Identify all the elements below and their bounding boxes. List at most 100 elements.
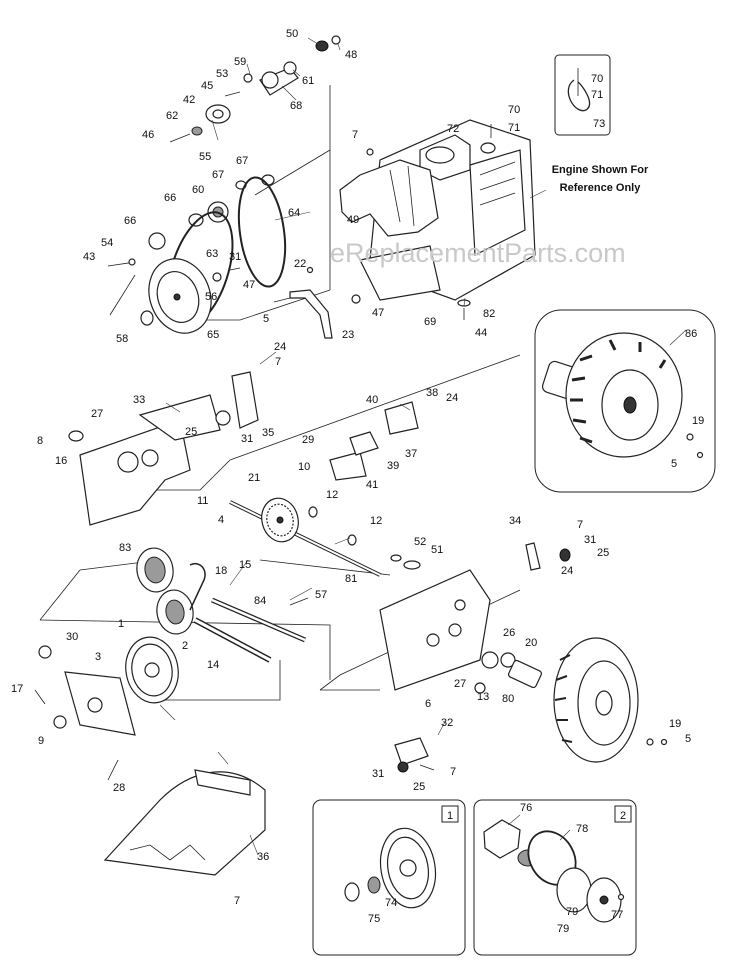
callout-label: 66 <box>164 192 176 204</box>
callout-label: 33 <box>133 394 145 406</box>
callout-label: 6 <box>425 698 431 710</box>
callout-label: 31 <box>584 534 596 546</box>
callout-label: 59 <box>234 56 246 68</box>
callout-label: 82 <box>483 308 495 320</box>
callout-label: 19 <box>669 718 681 730</box>
callout-label: 43 <box>83 251 95 263</box>
callout-label: 38 <box>426 387 438 399</box>
callout-label: 23 <box>342 329 354 341</box>
callout-label: 48 <box>345 49 357 61</box>
callout-label: 21 <box>248 472 260 484</box>
callout-label: 67 <box>212 169 224 181</box>
callout-label: 2 <box>182 640 188 652</box>
auger-housing <box>68 371 571 691</box>
callout-label: 32 <box>441 717 453 729</box>
callout-label: 53 <box>216 68 228 80</box>
callout-label: 25 <box>413 781 425 793</box>
callout-label: 35 <box>262 427 274 439</box>
callout-label: 26 <box>503 627 515 639</box>
callout-label: 68 <box>290 100 302 112</box>
callout-label: 73 <box>593 118 605 130</box>
callout-label: 8 <box>37 435 43 447</box>
callout-label: 57 <box>315 589 327 601</box>
callout-label: 47 <box>243 279 255 291</box>
callout-label: 79 <box>566 906 578 918</box>
right-wheel-assembly <box>474 637 668 763</box>
callout-label: 80 <box>502 693 514 705</box>
callout-label: 19 <box>692 415 704 427</box>
callout-label: 11 <box>197 495 208 507</box>
callout-label: 14 <box>207 659 219 671</box>
callout-label: 79 <box>557 923 569 935</box>
callout-label: 47 <box>372 307 384 319</box>
callout-label: 75 <box>368 913 380 925</box>
callout-label: 64 <box>288 207 300 219</box>
callout-label: 16 <box>55 455 67 467</box>
leader-lines <box>159 37 687 856</box>
callout-label: 52 <box>414 536 426 548</box>
callout-label: 7 <box>450 766 456 778</box>
callout-label: 13 <box>477 691 489 703</box>
callout-label: 63 <box>206 248 218 260</box>
callout-label: 41 <box>366 479 378 491</box>
inset-1-number: 1 <box>447 810 453 822</box>
callout-label: 69 <box>424 316 436 328</box>
callout-label: 56 <box>205 291 217 303</box>
callout-label: 27 <box>454 678 466 690</box>
callout-label: 86 <box>685 328 697 340</box>
callout-label: 5 <box>671 458 677 470</box>
callout-label: 50 <box>286 28 298 40</box>
callout-label: 45 <box>201 80 213 92</box>
lower-bracket <box>394 737 435 773</box>
engine-note-line-2: Reference Only <box>560 182 642 194</box>
callout-label: 74 <box>385 897 397 909</box>
callout-label: 24 <box>274 341 286 353</box>
callout-label: 10 <box>298 461 310 473</box>
callout-label: 78 <box>576 823 588 835</box>
callout-labels: 50 48 59 53 61 45 42 68 62 46 55 7 72 70… <box>11 28 704 935</box>
callout-label: 1 <box>118 618 124 630</box>
callout-label: 51 <box>431 544 443 556</box>
engine-illustration <box>339 119 536 320</box>
callout-label: 25 <box>597 547 609 559</box>
callout-label: 54 <box>101 237 113 249</box>
callout-label: 3 <box>95 651 101 663</box>
callout-label: 27 <box>91 408 103 420</box>
inset-panel-1 <box>312 799 466 956</box>
hairpin-inset <box>554 54 611 136</box>
callout-label: 22 <box>294 258 306 270</box>
bearing-bracket-and-shroud <box>34 645 266 876</box>
inset-panel-2 <box>473 799 637 956</box>
callout-label: 25 <box>185 426 197 438</box>
callout-label: 60 <box>192 184 204 196</box>
callout-label: 7 <box>234 895 240 907</box>
callout-label: 44 <box>475 327 487 339</box>
callout-label: 4 <box>218 514 224 526</box>
callout-label: 5 <box>685 733 691 745</box>
callout-label: 34 <box>509 515 521 527</box>
callout-label: 7 <box>352 129 358 141</box>
callout-label: 31 <box>241 433 253 445</box>
callout-label: 61 <box>302 75 314 87</box>
callout-label: 24 <box>446 392 458 404</box>
callout-label: 20 <box>525 637 537 649</box>
engine-note-line-1: Engine Shown For <box>552 164 649 176</box>
pulley-belt-assembly <box>107 35 341 339</box>
callout-label: 42 <box>183 94 195 106</box>
callout-label: 29 <box>302 434 314 446</box>
callout-label: 72 <box>447 123 459 135</box>
callout-label: 65 <box>207 329 219 341</box>
callout-label: 12 <box>326 489 338 501</box>
callout-label: 37 <box>405 448 417 460</box>
callout-label: 58 <box>116 333 128 345</box>
callout-label: 70 <box>591 73 603 85</box>
callout-label: 15 <box>239 559 251 571</box>
callout-label: 62 <box>166 110 178 122</box>
callout-label: 31 <box>229 251 241 263</box>
callout-label: 39 <box>387 460 399 472</box>
callout-label: 12 <box>370 515 382 527</box>
inset-2-number: 2 <box>620 810 626 822</box>
callout-label: 67 <box>236 155 248 167</box>
callout-label: 9 <box>38 735 44 747</box>
